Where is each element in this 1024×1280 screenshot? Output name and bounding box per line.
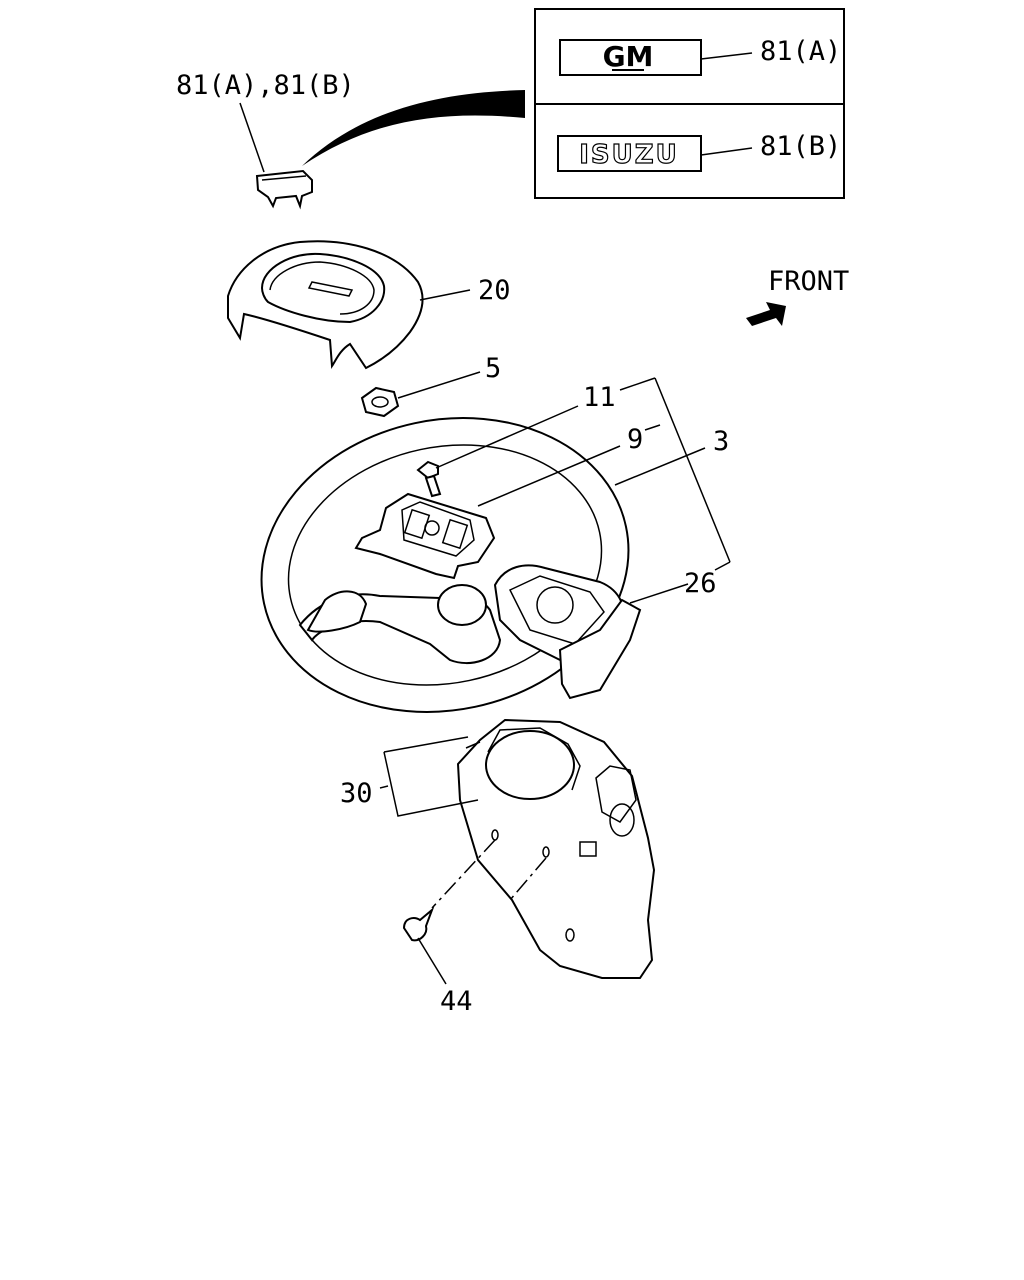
screw: 44 — [402, 839, 547, 1017]
emblem-detail-box: GM 81(A) ISUZU 81(B) — [534, 8, 845, 199]
label-26: 26 — [684, 568, 717, 599]
gm-logo-text: GM — [603, 40, 654, 73]
label-9: 9 — [627, 424, 643, 455]
horn-pad: 20 — [227, 240, 511, 370]
callout-swoosh — [302, 90, 525, 166]
label-front: FRONT — [768, 266, 849, 297]
bolt — [416, 405, 579, 498]
label-81ab: 81(A),81(B) — [176, 70, 355, 101]
group-bracket: 11 9 3 26 — [583, 377, 731, 599]
column-cover: 30 — [340, 718, 656, 979]
gm-emblem — [559, 39, 702, 76]
nut: 5 — [360, 353, 501, 418]
label-30: 30 — [340, 778, 373, 809]
isuzu-logo-text: ISUZU — [579, 140, 678, 170]
isuzu-emblem — [557, 135, 702, 172]
front-arrow: FRONT — [746, 266, 849, 326]
front-arrow-icon — [746, 302, 786, 326]
label-3: 3 — [713, 426, 729, 457]
label-5: 5 — [485, 353, 501, 384]
label-20: 20 — [478, 275, 511, 306]
emblem-part: 81(A),81(B) — [176, 70, 525, 210]
mounting-plate — [354, 445, 621, 580]
label-81a: 81(A) — [760, 36, 841, 67]
label-81b: 81(B) — [760, 131, 841, 162]
label-11: 11 — [583, 382, 616, 413]
label-44: 44 — [440, 986, 473, 1017]
